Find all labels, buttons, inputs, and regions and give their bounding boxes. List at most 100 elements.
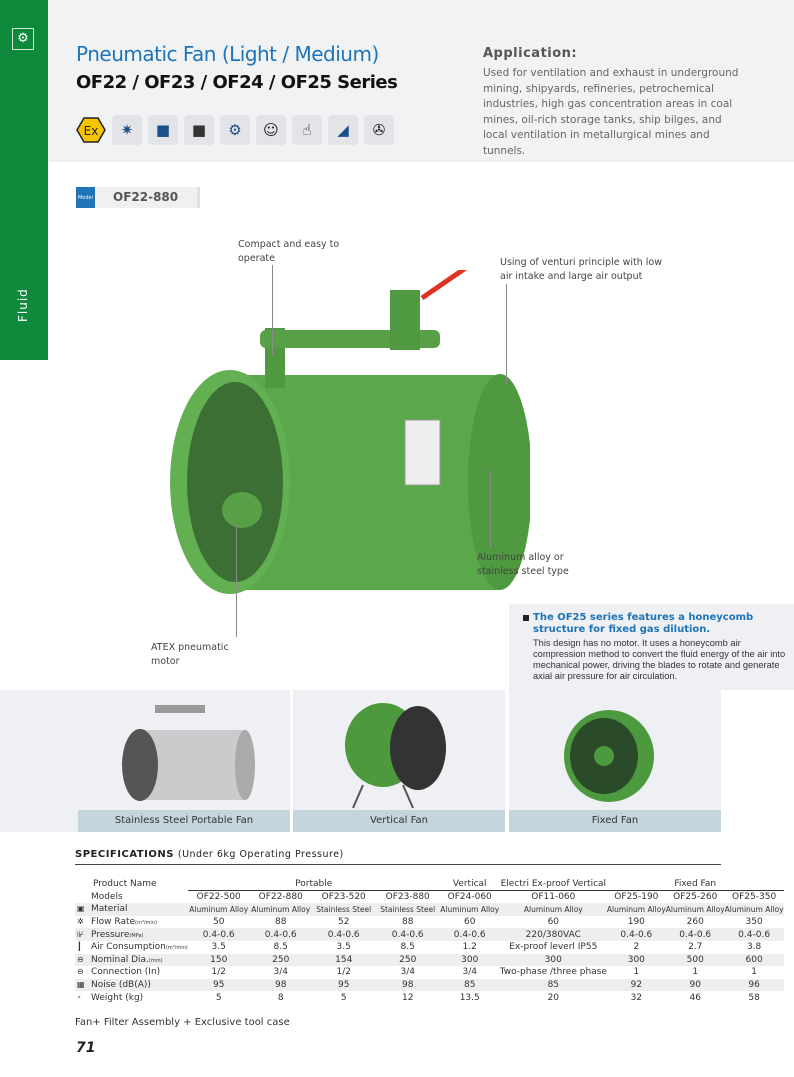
svg-text:Ex: Ex	[84, 124, 99, 138]
section-label: Fluid	[16, 288, 30, 322]
table-cell: 350	[745, 917, 763, 928]
callout-line	[236, 525, 237, 637]
table-cell: Ex-proof leverl IP55	[509, 942, 598, 953]
specs-table: Product Name Portable Vertical Electri E…	[75, 878, 784, 1004]
info-heading: The OF25 series features a honeycomb str…	[533, 612, 754, 635]
table-cell: OF11-060	[531, 892, 576, 903]
table-cell: 150	[187, 953, 250, 967]
row-label-text: Noise (dB(A))	[91, 980, 151, 991]
group-electric: Electri Ex-proof Vertical	[499, 878, 607, 892]
table-cell: 0.4-0.6	[665, 928, 725, 941]
spark-free-icon: ✷	[112, 115, 142, 145]
steel-material-icon: ■	[184, 115, 214, 145]
table-cell: 1	[692, 967, 699, 978]
gallery-fixed: Fixed Fan	[509, 690, 721, 832]
divider	[75, 864, 721, 865]
table-cell: 98	[375, 978, 440, 992]
info-text: This design has no motor. It uses a hone…	[533, 638, 786, 681]
row-label-text: Nominal Dia.	[91, 954, 149, 965]
table-cell: 60	[547, 917, 560, 928]
table-cell: 95	[187, 978, 250, 992]
table-cell: 98	[249, 978, 312, 992]
row-label-text: Material	[91, 904, 128, 915]
table-cell: 92	[606, 978, 666, 992]
group-vertical: Vertical	[439, 878, 500, 892]
table-cell: 8.5	[273, 942, 288, 953]
row-label: ⊖Connection (In)	[75, 966, 188, 979]
row-label: ┃Air Consumption(m³/min)	[75, 941, 188, 954]
table-cell: 500	[665, 953, 725, 967]
fan-product-image	[170, 270, 530, 594]
table-cell: 3/4	[273, 967, 288, 978]
page-title: Pneumatic Fan (Light / Medium)	[76, 42, 379, 66]
callout-venturi: Using of venturi principle with low air …	[500, 257, 662, 282]
table-cell: OF24-060	[447, 892, 492, 903]
callout-line	[490, 470, 491, 548]
ventilation-icon: ◢	[328, 115, 358, 145]
row-label: ⁃Weight (kg)	[75, 991, 188, 1004]
table-cell: 85	[499, 978, 607, 992]
callout-line	[272, 265, 273, 355]
gallery-caption: Fixed Fan	[509, 810, 721, 832]
table-cell: OF22-880	[258, 892, 303, 903]
table-cell: 85	[439, 978, 500, 992]
pressure-icon: ⊮	[77, 929, 84, 939]
table-cell: OF22-500	[196, 892, 241, 903]
aluminum-material-icon: ■	[148, 115, 178, 145]
row-unit: (MPa)	[129, 932, 144, 939]
table-cell: 260	[686, 917, 704, 928]
table-cell: 58	[748, 992, 760, 1003]
model-label: Model	[76, 187, 95, 208]
table-cell: 46	[689, 992, 701, 1003]
table-cell: 300	[439, 953, 500, 967]
table-cell: 3.8	[746, 942, 762, 953]
page-number: 71	[76, 1040, 96, 1056]
table-cell: Aluminum Alloy	[187, 903, 250, 916]
row-label: ⊖Nominal Dia.(mm)	[75, 953, 188, 967]
callout-material: Aluminum alloy or stainless steel type	[477, 552, 569, 577]
table-cell: 190	[627, 917, 645, 928]
table-cell: OF25-190	[614, 892, 659, 903]
table-cell: 2.7	[688, 942, 703, 953]
maintenance-icon: ☺	[256, 115, 286, 145]
table-cell: Aluminum Alloy	[499, 903, 607, 916]
table-cell: 0.4-0.6	[375, 928, 440, 941]
ex-proof-icon: Ex	[76, 115, 106, 145]
application-text: Used for ventilation and exhaust in unde…	[483, 67, 739, 157]
table-cell: OF23-880	[385, 892, 430, 903]
table-cell: 250	[375, 953, 440, 967]
table-cell: 8	[277, 992, 284, 1003]
table-cell: Stainless Steel	[311, 903, 376, 916]
air-consumption-icon: ┃	[77, 942, 82, 952]
callout-line	[506, 284, 507, 384]
table-cell: 50	[212, 917, 225, 928]
gallery-vertical: Vertical Fan	[293, 690, 505, 832]
gallery-caption: Stainless Steel Portable Fan	[78, 810, 290, 832]
feature-icons: Ex ✷ ■ ■ ⚙ ☺ ☝ ◢ ✇	[76, 115, 394, 145]
table-cell: 3/4	[400, 967, 415, 978]
table-cell: 1	[751, 967, 757, 978]
row-unit: (mm)	[148, 957, 163, 964]
gallery-stainless-portable: Stainless Steel Portable Fan	[0, 690, 290, 832]
fixed-fan-image	[564, 710, 654, 802]
table-cell: 3.5	[211, 942, 226, 953]
connection-icon: ⊖	[77, 967, 84, 977]
row-label-text: Pressure	[91, 929, 130, 940]
table-cell: 60	[463, 917, 476, 928]
footer-note: Fan+ Filter Assembly + Exclusive tool ca…	[75, 1017, 290, 1028]
row-label-text: Weight (kg)	[91, 992, 144, 1003]
callout-motor: ATEX pneumatic motor	[151, 642, 229, 667]
material-icon: ▣	[77, 904, 85, 914]
table-cell: 0.4-0.6	[724, 928, 784, 941]
table-cell: 250	[249, 953, 312, 967]
row-label: ⊮ Pressure(MPa)	[75, 928, 188, 941]
table-cell: 5	[215, 992, 222, 1003]
row-unit: (m³/min)	[135, 920, 157, 927]
table-cell: 2	[633, 942, 640, 953]
table-cell: 0.4-0.6	[606, 928, 666, 941]
